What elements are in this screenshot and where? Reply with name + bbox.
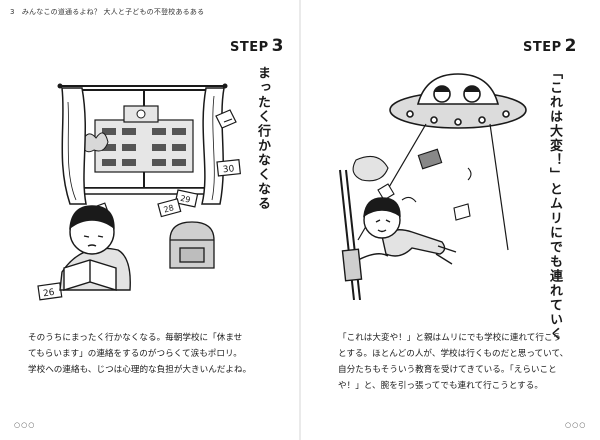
book-gutter bbox=[299, 0, 301, 440]
right-page-marker: ○○○ bbox=[565, 421, 587, 429]
left-page-marker: ○○○ bbox=[14, 421, 36, 429]
right-body-line: 自分たちもそういう教育を受けてきている。「えらいこと bbox=[338, 365, 557, 375]
calendar-page-30: 30 bbox=[222, 164, 235, 175]
right-illustration bbox=[339, 73, 527, 300]
right-body-line: とする。ほとんどの人が、学校は行くものだと思っていて、 bbox=[338, 349, 569, 359]
child-being-pulled bbox=[341, 197, 457, 282]
left-illustration: 30 29 28 27 26 bbox=[37, 83, 242, 301]
left-page-title: まったく行かなくなる bbox=[255, 66, 270, 211]
right-body-text: 「これは大変や！」と親はムリにでも学校に連れて行こう とする。ほとんどの人が、学… bbox=[338, 330, 568, 394]
right-body-line: や！」と、腕を引っ張ってでも連れて行こうとする。 bbox=[338, 381, 543, 391]
right-step-word: STEP bbox=[523, 40, 562, 55]
left-body-line: そのうちにまったく行かなくなる。毎朝学校に「休ませ bbox=[28, 333, 243, 343]
calendar-page-26: 26 bbox=[43, 288, 56, 300]
left-body-text: そのうちにまったく行かなくなる。毎朝学校に「休ませ てもらいます」の連絡をするの… bbox=[28, 330, 251, 378]
calendar-page-29: 29 bbox=[179, 194, 191, 205]
right-page-title: 「これは大変！」とムリにでも連れていく bbox=[547, 66, 562, 342]
ufo bbox=[389, 73, 527, 129]
child-figure bbox=[59, 205, 131, 291]
calendar-page-28: 28 bbox=[163, 203, 175, 214]
running-head: 3 みんなこの道通るよね？ 大人と子どもの不登校あるある bbox=[10, 8, 205, 16]
left-step-number: 3 bbox=[271, 36, 284, 56]
left-body-line: 学校への連絡も、じつは心理的な負担が大きいんだよね。 bbox=[28, 365, 252, 375]
right-body-line: 「これは大変や！」と親はムリにでも学校に連れて行こう bbox=[338, 333, 562, 343]
left-step-word: STEP bbox=[230, 40, 269, 55]
right-step-number: 2 bbox=[564, 36, 577, 56]
left-body-line: てもらいます」の連絡をするのがつらくて涙もポロリ。 bbox=[28, 349, 242, 359]
backpack bbox=[169, 221, 215, 269]
